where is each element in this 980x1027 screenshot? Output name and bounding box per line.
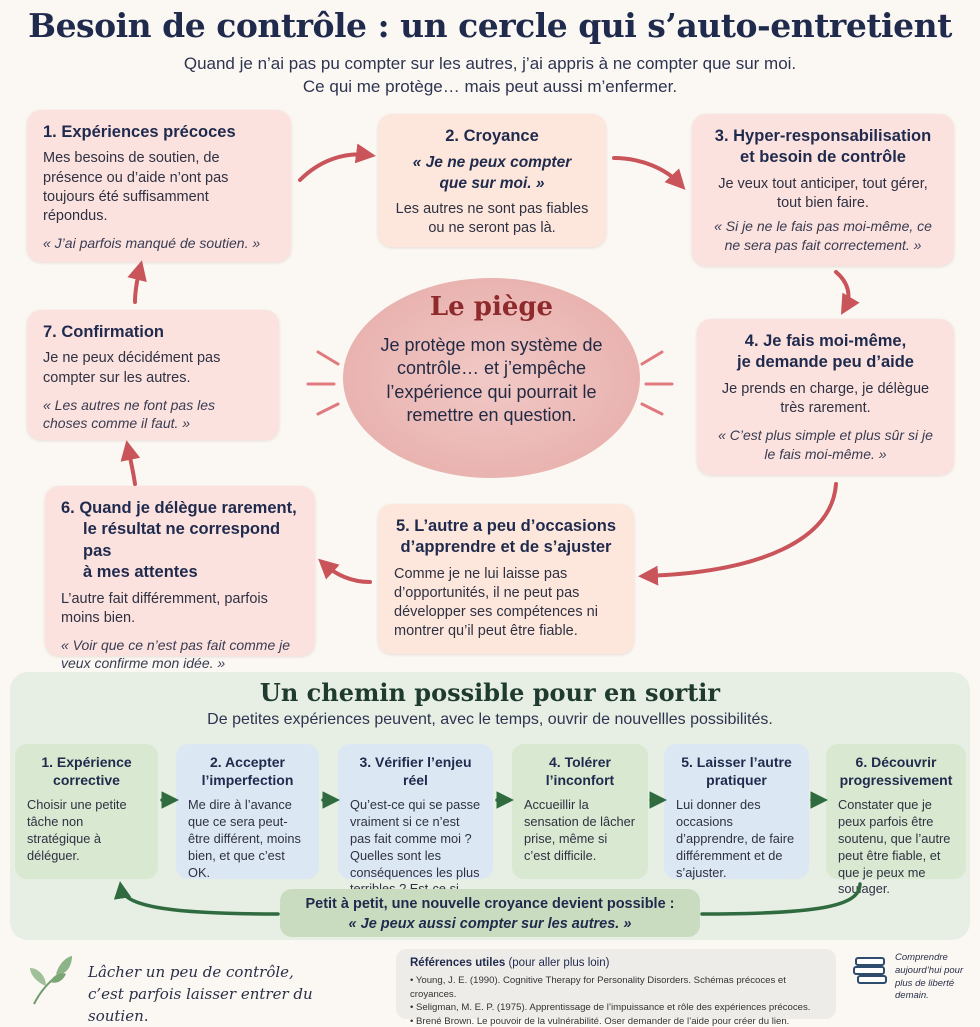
- reference-item: Brené Brown. Le pouvoir de la vulnérabil…: [410, 1015, 822, 1027]
- trap-text: Je protège mon système de contrôle… et j…: [380, 335, 603, 426]
- escape-step-6-title: 6. Découvrir progressivement: [839, 754, 953, 788]
- cycle-step-2-body: Les autres ne sont pas fiables ou ne ser…: [395, 201, 589, 237]
- footer-quote-line-1: Lâcher un peu de contrôle,: [88, 963, 294, 981]
- arrow-1-to-2: [298, 143, 376, 182]
- escape-step-5: 5. Laisser l’autre pratiquer Lui donner …: [664, 744, 809, 880]
- cycle-step-6-title-1: 6. Quand je délègue rarement,: [61, 499, 297, 517]
- page-title: Besoin de contrôle : un cercle qui s’aut…: [28, 6, 952, 45]
- escape-step-1: 1. Expérience corrective Choisir une pet…: [15, 744, 158, 879]
- arrow-4-to-5: [638, 482, 838, 586]
- new-belief-line-2: « Je peux aussi compter sur les autres. …: [348, 915, 632, 932]
- cycle-step-1-body: Mes besoins de soutien, de présence ou d…: [43, 150, 229, 224]
- cycle-step-4-card: 4. Je fais moi-même, je demande peu d’ai…: [697, 319, 954, 475]
- footer-quote: Lâcher un peu de contrôle, c’est parfois…: [88, 962, 368, 1027]
- cycle-step-3-body: Je veux tout anticiper, tout gérer, tout…: [718, 175, 928, 211]
- cycle-step-4-quote: « C’est plus simple et plus sûr si je le…: [718, 427, 933, 462]
- cycle-step-7-body: Je ne peux décidément pas compter sur le…: [43, 350, 221, 386]
- reference-item: Seligman, M. E. P. (1975). Apprentissage…: [410, 1001, 822, 1015]
- escape-step-2: 2. Accepter l’imperfection Me dire à l’a…: [176, 744, 319, 880]
- trap-ellipse: Le piège Je protège mon système de contr…: [343, 278, 640, 478]
- cycle-step-5-title-1: 5. L’autre a peu d’occasions: [395, 517, 617, 535]
- footer-quote-line-2: c’est parfois laisser entrer du soutien.: [88, 984, 313, 1025]
- escape-step-2-body: Me dire à l’avance que ce sera peut-être…: [188, 797, 301, 880]
- escape-step-6: 6. Découvrir progressivement Constater q…: [826, 744, 966, 896]
- arrow-5-to-6: [318, 558, 372, 584]
- cycle-step-2-title: 2. Croyance: [445, 127, 539, 145]
- subtitle-line-2: Ce qui me protège… mais peut aussi m’enf…: [302, 77, 678, 96]
- cycle-step-4-body: Je prends en charge, je délègue très rar…: [721, 380, 930, 416]
- cycle-step-2-quote-1: « Je ne peux compter: [412, 154, 572, 172]
- cycle-step-3-title-2: et besoin de contrôle: [740, 148, 906, 167]
- references-title-suffix: (pour aller plus loin): [508, 957, 610, 969]
- cycle-step-6-card: 6. Quand je délègue rarement, le résulta…: [45, 486, 315, 671]
- escape-title: Un chemin possible pour en sortir: [259, 678, 721, 707]
- escape-step-3-title: 3. Vérifier l’enjeu réel: [359, 754, 472, 788]
- arrow-3-to-4: [834, 270, 860, 315]
- escape-step-4-body: Accueillir la sensation de lâcher prise,…: [524, 797, 635, 863]
- side-note: Comprendre aujourd’hui pour plus de libe…: [895, 952, 964, 1002]
- cycle-step-3-quote: « Si je ne le fais pas moi-même, ce ne s…: [714, 218, 932, 253]
- cycle-step-6-body: L’autre fait différemment, parfois moins…: [61, 590, 268, 626]
- escape-step-3: 3. Vérifier l’enjeu réel Qu’est-ce qui s…: [338, 744, 493, 913]
- escape-step-5-body: Lui donner des occasions d’apprendre, de…: [676, 797, 795, 880]
- arrow-6-to-7: [120, 440, 141, 486]
- escape-step-1-title: 1. Expérience corrective: [41, 754, 132, 788]
- leaf-icon: [30, 956, 72, 1005]
- cycle-step-1-card: 1. Expériences précoces Mes besoins de s…: [27, 110, 291, 262]
- books-icon: [853, 957, 887, 984]
- cycle-step-3-title-1: 3. Hyper-responsabilisation: [714, 127, 932, 145]
- cycle-step-5-card: 5. L’autre a peu d’occasions d’apprendre…: [378, 504, 634, 654]
- cycle-step-5-body: Comme je ne lui laisse pas d’opportunité…: [394, 565, 598, 640]
- subtitle-line-1: Quand je n’ai pas pu compter sur les aut…: [183, 54, 797, 73]
- cycle-step-1-quote: « J’ai parfois manqué de soutien. »: [43, 234, 261, 251]
- cycle-step-7-quote: « Les autres ne font pas les choses comm…: [43, 396, 215, 432]
- reference-item: Young, J. E. (1990). Cognitive Therapy f…: [410, 974, 822, 1002]
- cycle-step-5-title-2: d’apprendre et de s’ajuster: [400, 538, 612, 557]
- cycle-step-6-title-2: le résultat ne correspond pas: [83, 520, 281, 560]
- cycle-step-6-title-3: à mes attentes: [83, 563, 198, 582]
- references-title-main: Références utiles: [410, 957, 506, 969]
- escape-subtitle: De petites expériences peuvent, avec le …: [207, 711, 773, 728]
- references-box: Références utiles (pour aller plus loin)…: [396, 949, 836, 1027]
- new-belief-line-1: Petit à petit, une nouvelle croyance dev…: [305, 896, 675, 912]
- escape-step-1-body: Choisir une petite tâche non stratégique…: [27, 797, 127, 863]
- escape-step-6-body: Constater que je peux parfois être soute…: [838, 797, 951, 897]
- arrow-7-to-1: [127, 260, 147, 304]
- cycle-step-7-card: 7. Confirmation Je ne peux décidément pa…: [27, 310, 279, 440]
- new-belief-box: Petit à petit, une nouvelle croyance dev…: [280, 889, 700, 937]
- escape-step-4: 4. Tolérer l’inconfort Accueillir la sen…: [512, 744, 648, 879]
- cycle-step-7-title: 7. Confirmation: [43, 323, 165, 341]
- trap-title: Le piège: [429, 292, 554, 322]
- escape-step-5-title: 5. Laisser l’autre pratiquer: [681, 754, 792, 788]
- arrow-2-to-3: [612, 156, 686, 190]
- cycle-step-4-title-2: je demande peu d’aide: [737, 353, 914, 372]
- references-title: Références utiles (pour aller plus loin): [410, 955, 822, 972]
- cycle-step-3-card: 3. Hyper-responsabilisation et besoin de…: [692, 114, 954, 266]
- cycle-step-6-quote: « Voir que ce n’est pas fait comme je ve…: [61, 637, 291, 672]
- cycle-step-2-quote-2: que sur moi. »: [439, 174, 545, 192]
- escape-step-2-title: 2. Accepter l’imperfection: [201, 754, 294, 788]
- escape-step-4-title: 4. Tolérer l’inconfort: [545, 754, 615, 788]
- cycle-step-1-title: 1. Expériences précoces: [43, 123, 236, 141]
- cycle-step-2-card: 2. Croyance « Je ne peux compter que sur…: [378, 114, 606, 247]
- cycle-step-4-title-1: 4. Je fais moi-même,: [744, 332, 907, 350]
